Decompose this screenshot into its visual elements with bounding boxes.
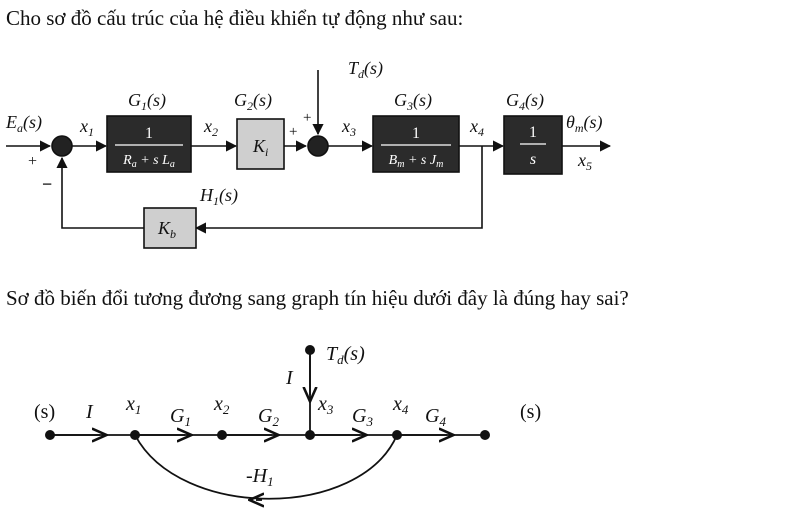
feedback-line-left bbox=[56, 156, 144, 229]
signal-flow-graph bbox=[50, 350, 485, 500]
sfg-left-label: (s) bbox=[34, 401, 55, 423]
node-x4 bbox=[392, 430, 402, 440]
g3-denominator: Bm + s Jm bbox=[389, 153, 444, 170]
sfg-node-x4-label: x4 bbox=[392, 393, 409, 417]
sfg-gain-g4: G4 bbox=[425, 405, 446, 429]
sfg-disturbance-gain: I bbox=[285, 367, 294, 389]
node-x3 bbox=[305, 430, 315, 440]
block-g4 bbox=[503, 115, 563, 175]
node-x1 bbox=[130, 430, 140, 440]
node-input bbox=[45, 430, 55, 440]
sfg-gain-g2: G2 bbox=[258, 405, 279, 429]
g2-name-label: G2(s) bbox=[234, 90, 272, 113]
signal-flow-labels: (s) (s) Td(s) I I G1 G2 G3 G4 x1 x2 x3 x… bbox=[34, 343, 541, 489]
g1-name-label: G1(s) bbox=[128, 90, 166, 113]
question-1-text: Cho sơ đồ cấu trúc của hệ điều khiển tự … bbox=[6, 6, 464, 30]
sum1-plus-sign: + bbox=[28, 153, 37, 170]
g2-block-text: Ki bbox=[252, 136, 268, 159]
block-g2 bbox=[236, 118, 285, 170]
g1-denominator: Ra + s La bbox=[122, 153, 175, 170]
disturbance-label: Td(s) bbox=[348, 58, 383, 81]
signal-x4-label: x4 bbox=[469, 116, 484, 139]
sum2-disturbance-plus-sign: + bbox=[303, 110, 311, 126]
sum1-minus-sign: − bbox=[42, 174, 52, 194]
sfg-disturbance-label: Td(s) bbox=[326, 343, 365, 367]
sfg-gain-e0: I bbox=[85, 401, 94, 423]
signal-x5-label: x5 bbox=[577, 150, 592, 173]
g3-name-label: G3(s) bbox=[394, 90, 432, 113]
summing-junction-1 bbox=[51, 135, 73, 157]
block-g1 bbox=[106, 115, 192, 173]
block-g3 bbox=[372, 115, 460, 173]
g4-name-label: G4(s) bbox=[506, 90, 544, 113]
output-label: θm(s) bbox=[566, 112, 603, 135]
signal-x3-label: x3 bbox=[341, 116, 356, 139]
feedback-arc bbox=[134, 434, 398, 500]
node-output bbox=[480, 430, 490, 440]
summing-junction-2 bbox=[307, 135, 329, 157]
block-diagram-labels: Ea(s) + − x1 G1(s) 1 Ra + s La x2 G2(s) … bbox=[5, 58, 603, 241]
g3-numerator: 1 bbox=[412, 125, 420, 142]
kb-block-text: Kb bbox=[157, 218, 176, 241]
block-kb bbox=[143, 207, 197, 249]
signal-x1-label: x1 bbox=[79, 116, 94, 139]
sfg-node-x3-label: x3 bbox=[317, 393, 334, 417]
sfg-gain-g1: G1 bbox=[170, 405, 191, 429]
block-diagram bbox=[6, 70, 612, 249]
g4-denominator: s bbox=[530, 151, 536, 168]
sfg-right-label: (s) bbox=[520, 401, 541, 423]
g1-numerator: 1 bbox=[145, 125, 153, 142]
sfg-gain-g3: G3 bbox=[352, 405, 373, 429]
input-label: Ea(s) bbox=[5, 112, 42, 135]
feedback-line-right bbox=[194, 146, 483, 234]
h1-name-label: H1(s) bbox=[199, 185, 238, 208]
sum2-plus-sign: + bbox=[289, 124, 297, 140]
g4-numerator: 1 bbox=[529, 124, 537, 141]
sfg-node-x1-label: x1 bbox=[125, 393, 141, 417]
sfg-feedback-label: -H1 bbox=[246, 465, 274, 489]
signal-x2-label: x2 bbox=[203, 116, 218, 139]
node-x2 bbox=[217, 430, 227, 440]
sfg-node-x2-label: x2 bbox=[213, 393, 230, 417]
node-disturbance bbox=[305, 345, 315, 355]
signal-flow-nodes bbox=[45, 345, 490, 440]
question-2-text: Sơ đồ biến đổi tương đương sang graph tí… bbox=[6, 286, 629, 310]
